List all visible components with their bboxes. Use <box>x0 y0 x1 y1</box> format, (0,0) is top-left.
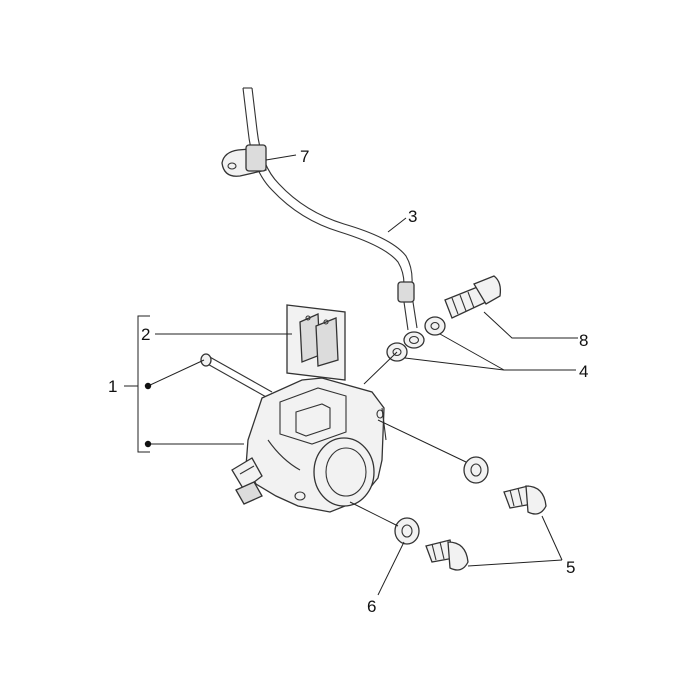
banjo-bolt <box>444 275 502 319</box>
caliper-screws <box>425 485 547 571</box>
callout-2: 2 <box>141 325 150 344</box>
leader-lines <box>124 154 578 596</box>
hose-clip <box>221 144 267 177</box>
callout-4: 4 <box>579 362 588 381</box>
callout-1: 1 <box>108 377 117 396</box>
callout-7: 7 <box>300 147 309 166</box>
bullet-dot <box>144 440 152 448</box>
brake-caliper <box>231 377 387 513</box>
bullet-dot <box>144 382 152 390</box>
sealing-washers <box>386 316 446 362</box>
callout-5: 5 <box>566 558 575 577</box>
callout-3: 3 <box>408 207 417 226</box>
pad-pin <box>200 353 273 399</box>
caliper-washers <box>394 456 489 545</box>
callout-6: 6 <box>367 597 376 616</box>
assembly-lines <box>349 351 467 527</box>
callout-labels: 7 3 8 4 5 6 2 1 <box>108 147 588 616</box>
brake-pads <box>286 304 346 381</box>
callout-8: 8 <box>579 331 588 350</box>
brake-hose <box>242 87 425 349</box>
